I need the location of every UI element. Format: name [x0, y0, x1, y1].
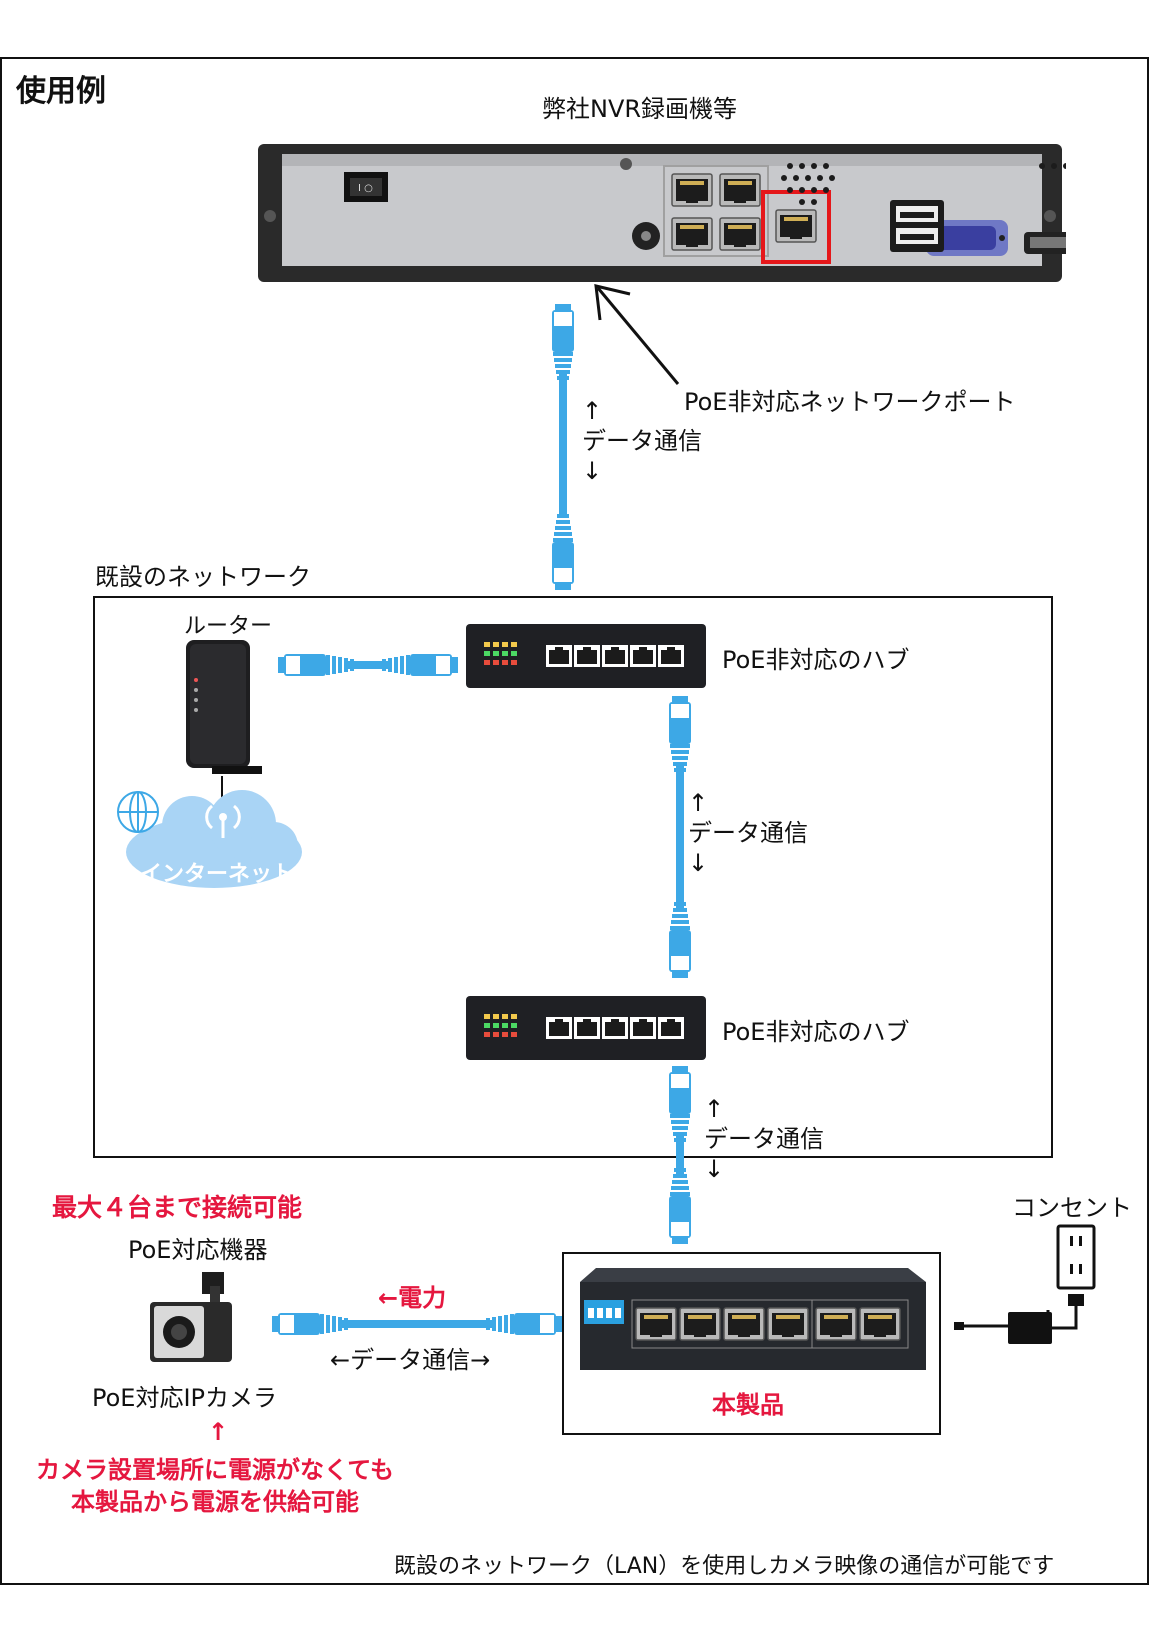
- existing-network-box: [93, 596, 1053, 1158]
- footer-note: 既設のネットワーク（LAN）を使用しカメラ映像の通信が可能です: [394, 1554, 1055, 1579]
- usb-port-pair: [890, 200, 944, 252]
- outlet-icon: [1056, 1224, 1096, 1290]
- ip-camera: [150, 1272, 232, 1362]
- comm-text: データ通信: [582, 427, 702, 455]
- vga-port: [926, 220, 1008, 256]
- comm-label-2: ↑ データ通信 ↓: [688, 788, 808, 878]
- lan-cable-3: [669, 1066, 691, 1244]
- section-title: 使用例: [16, 74, 106, 109]
- svg-text:I ○: I ○: [358, 183, 373, 194]
- arrow-down: ↓: [688, 849, 709, 877]
- camera-note-line2: 本製品から電源を供給可能: [71, 1488, 359, 1516]
- comm-label-1: ↑ データ通信 ↓: [582, 396, 702, 486]
- arrow-up: ↑: [688, 789, 709, 817]
- product-label: 本製品: [712, 1391, 784, 1419]
- hub-1: [466, 624, 706, 688]
- outlet-and-adapter: [954, 1224, 1096, 1344]
- internet-label: インターネット: [140, 862, 295, 887]
- comm-text: データ通信: [688, 819, 808, 847]
- product-box: [562, 1252, 941, 1435]
- power-label: ←電力: [378, 1284, 447, 1312]
- arrow-up: ↑: [704, 1095, 725, 1123]
- data-link-label: ←データ通信→: [330, 1346, 491, 1374]
- pointer-arrow: [594, 284, 680, 385]
- speaker-icon: [781, 163, 835, 205]
- ip-camera-label: PoE対応IPカメラ: [92, 1384, 278, 1412]
- nvr-port-label: PoE非対応ネットワークポート: [684, 388, 1016, 416]
- arrow-down: ↓: [582, 457, 603, 485]
- power-adapter: [1008, 1312, 1052, 1344]
- camera-note-line1: カメラ設置場所に電源がなくても: [35, 1456, 395, 1484]
- camera-arrow-up: ↑: [208, 1418, 229, 1446]
- poe-switch: [580, 1268, 926, 1370]
- existing-network-label: 既設のネットワーク: [95, 563, 311, 591]
- router-label: ルーター: [184, 614, 273, 639]
- arrow-down: ↓: [704, 1155, 725, 1183]
- uplink-highlight: [761, 190, 831, 264]
- comm-label-3: ↑ データ通信 ↓: [704, 1094, 824, 1184]
- poe-device-label: PoE対応機器: [128, 1236, 268, 1264]
- router-device: [186, 640, 262, 774]
- internet-cloud: [117, 776, 302, 888]
- hub-1-label: PoE非対応のハブ: [722, 646, 910, 674]
- comm-text: データ通信: [704, 1125, 824, 1153]
- lan-cable-2: [669, 696, 691, 978]
- speaker-grille: [1039, 163, 1066, 169]
- nvr-device: I ○: [258, 144, 1066, 282]
- power-switch: I ○: [344, 172, 388, 202]
- nvr-label: 弊社NVR録画機等: [542, 95, 738, 123]
- lan-cable-router-hub: [278, 654, 458, 676]
- max-devices-label: 最大４台まで接続可能: [52, 1193, 303, 1222]
- hub-2: [466, 996, 706, 1060]
- lan-cable-camera: [272, 1313, 562, 1335]
- outlet-label: コンセント: [1012, 1194, 1132, 1222]
- wifi-icon: [205, 804, 241, 830]
- arrow-up: ↑: [582, 397, 603, 425]
- diagram-frame: [0, 57, 1149, 1585]
- hub-2-label: PoE非対応のハブ: [722, 1018, 910, 1046]
- lan-cable-1: [552, 304, 574, 590]
